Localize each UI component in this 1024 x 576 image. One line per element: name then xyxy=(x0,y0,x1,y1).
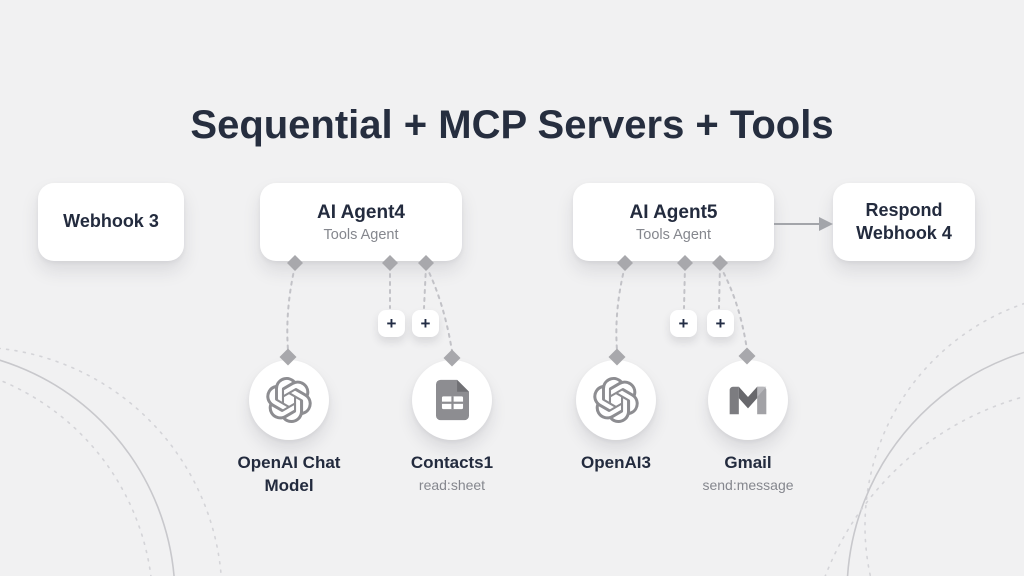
decorative-arc-dashed xyxy=(0,379,152,576)
decorative-arc-solid xyxy=(0,359,175,576)
tool-node-openai-chat-model[interactable] xyxy=(249,360,329,440)
decorative-arc-dashed xyxy=(824,395,1024,576)
connector-agent5-to-plus xyxy=(718,265,721,309)
connector-agent4-to-contacts1 xyxy=(425,265,453,352)
node-webhook3[interactable]: Webhook 3 xyxy=(38,183,184,261)
tool-operation: send:message xyxy=(702,476,794,493)
plus-icon: + xyxy=(678,314,689,333)
connector-agent4-to-plus xyxy=(423,265,427,309)
node-sublabel: Tools Agent xyxy=(636,227,711,244)
node-respond-webhook4[interactable]: Respond Webhook 4 xyxy=(833,183,975,261)
add-tool-button[interactable]: + xyxy=(670,310,697,337)
tool-name: Gmail xyxy=(724,453,772,472)
node-ai-agent4[interactable]: AI Agent4 Tools Agent xyxy=(260,183,462,261)
tool-operation: read:sheet xyxy=(418,476,486,493)
decorative-arc-solid xyxy=(846,351,1024,576)
add-tool-button[interactable]: + xyxy=(707,310,734,337)
tool-label-contacts1: Contacts1 read:sheet xyxy=(382,452,522,493)
node-label: AI Agent5 xyxy=(629,201,718,223)
gmail-m-icon xyxy=(729,386,767,414)
plus-icon: + xyxy=(420,314,431,333)
arrowhead-icon xyxy=(819,217,833,231)
node-label: AI Agent4 xyxy=(317,201,405,223)
tool-name: Contacts1 xyxy=(410,453,494,472)
connector-agent5-to-gmail xyxy=(719,265,748,351)
plus-icon: + xyxy=(386,314,397,333)
tool-name: OpenAI Chat Model xyxy=(237,453,341,495)
tool-node-openai3[interactable] xyxy=(576,360,656,440)
tool-label-gmail: Gmail send:message xyxy=(678,452,818,493)
page-title: Sequential + MCP Servers + Tools xyxy=(190,102,834,147)
node-ai-agent5[interactable]: AI Agent5 Tools Agent xyxy=(573,183,774,261)
decorative-arc-dashed xyxy=(0,347,222,576)
tool-name: OpenAI3 xyxy=(581,453,651,472)
connector-agent5-to-openai3 xyxy=(615,265,626,351)
node-label: Webhook 3 xyxy=(63,211,159,232)
decorative-arc-dashed xyxy=(864,302,1024,576)
node-label: Respond Webhook 4 xyxy=(856,199,952,243)
add-tool-button[interactable]: + xyxy=(378,310,405,337)
google-sheets-file-icon xyxy=(435,379,469,421)
tool-node-contacts1[interactable] xyxy=(412,360,492,440)
tool-label-openai-chat-model: OpenAI Chat Model xyxy=(224,452,354,498)
connector-agent4-to-openai-chat-model xyxy=(286,265,296,351)
tool-label-openai3: OpenAI3 xyxy=(546,452,686,475)
node-sublabel: Tools Agent xyxy=(323,227,399,244)
connector-agent5-to-plus xyxy=(683,265,686,309)
plus-icon: + xyxy=(715,314,726,333)
openai-logo-icon xyxy=(593,377,639,423)
add-tool-button[interactable]: + xyxy=(412,310,439,337)
tool-node-gmail[interactable] xyxy=(708,360,788,440)
openai-logo-icon xyxy=(266,377,312,423)
